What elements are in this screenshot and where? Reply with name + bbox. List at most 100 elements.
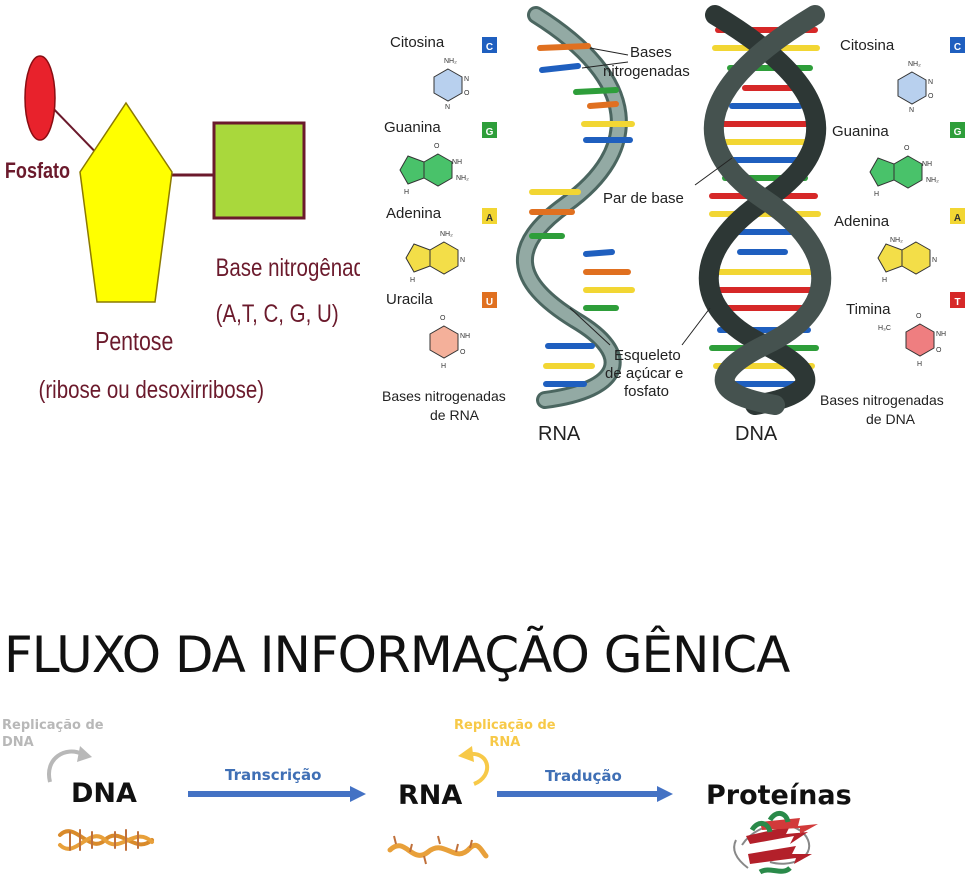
dna-base-guanina: Guanina — [832, 123, 889, 140]
nucleotide-diagram: Fosfato Pentose (ribose ou desoxirribose… — [5, 55, 360, 403]
svg-text:H: H — [441, 363, 446, 370]
fosfato-label: Fosfato — [5, 159, 70, 183]
rna-helix: RNA — [516, 6, 635, 445]
rna-badge-g-letter: G — [486, 127, 494, 138]
svg-text:NH: NH — [452, 159, 462, 166]
svg-text:NH₂: NH₂ — [444, 58, 457, 65]
svg-text:NH: NH — [460, 333, 470, 340]
svg-text:N: N — [445, 104, 450, 111]
rna-badge-c — [482, 37, 497, 53]
svg-text:O: O — [936, 347, 942, 354]
rna-badge-a-letter: A — [486, 213, 493, 224]
svg-text:O: O — [928, 93, 934, 100]
svg-text:NH₂: NH₂ — [926, 177, 939, 184]
callout-esqueleto-line3: fosfato — [624, 383, 669, 400]
flow-dna-label: DNA — [71, 778, 137, 809]
rna-base-citosina: Citosina — [390, 34, 445, 51]
citosina-molecule-icon: NH₂ N O N — [433, 58, 470, 111]
svg-text:O: O — [460, 349, 466, 356]
rna-badge-u-letter: U — [486, 297, 493, 308]
dna-base-timina: Timina — [846, 301, 891, 318]
rna-base-guanina: Guanina — [384, 119, 441, 136]
dna-adenina-molecule-icon: NH₂ N H — [877, 237, 937, 284]
phosphate-shape — [24, 55, 56, 141]
adenina-molecule-icon: NH₂ N H — [405, 231, 465, 284]
dna-badge-a — [950, 208, 965, 224]
rna-dna-structure-diagram: Citosina C Guanina G Adenina A Uracila U… — [382, 5, 965, 445]
svg-text:O: O — [916, 313, 922, 320]
svg-text:O: O — [904, 145, 910, 152]
rna-molecule-icons: NH₂ N O N O NH NH₂ H NH₂ N H O NH O H — [399, 58, 470, 370]
svg-text:N: N — [928, 79, 933, 86]
dna-mini-helix-icon — [58, 829, 154, 851]
dna-bases-caption-line1: Bases nitrogenadas — [820, 392, 944, 408]
callout-esqueleto-line2: de açúcar e — [605, 365, 683, 382]
rna-badge-a — [482, 208, 497, 224]
rna-badge-c-letter: C — [486, 42, 493, 53]
rna-mini-strand-icon — [387, 835, 489, 865]
base-description: (A,T, C, G, U) — [216, 299, 339, 327]
dna-base-citosina: Citosina — [840, 37, 895, 54]
svg-text:H₃C: H₃C — [878, 325, 891, 332]
rna-base-list: Citosina C Guanina G Adenina A Uracila U… — [382, 34, 506, 423]
svg-text:NH: NH — [922, 161, 932, 168]
svg-text:N: N — [932, 257, 937, 264]
svg-text:NH₂: NH₂ — [908, 61, 921, 68]
guanina-molecule-icon: O NH NH₂ H — [399, 143, 469, 196]
rna-badge-u — [482, 292, 497, 308]
pentose-description: (ribose ou desoxirribose) — [39, 375, 265, 403]
dna-badge-a-letter: A — [954, 213, 961, 224]
svg-text:O: O — [464, 90, 470, 97]
traducao-arrow — [497, 786, 673, 802]
svg-text:NH: NH — [936, 331, 946, 338]
svg-text:N: N — [909, 107, 914, 114]
dna-badge-g — [950, 122, 965, 138]
dna-badge-t-letter: T — [954, 297, 960, 308]
callout-bases-line2: nitrogenadas — [603, 63, 690, 80]
rna-badge-g — [482, 122, 497, 138]
dna-badge-g-letter: G — [954, 127, 962, 138]
rna-base-adenina: Adenina — [386, 205, 442, 222]
svg-text:H: H — [404, 189, 409, 196]
protein-structure-icon — [733, 811, 818, 875]
rna-bases-rungs — [529, 43, 635, 387]
svg-text:NH₂: NH₂ — [440, 231, 453, 238]
flow-title: FLUXO DA INFORMAÇÃO GÊNICA — [4, 626, 790, 684]
rna-bases-caption-line1: Bases nitrogenadas — [382, 388, 506, 404]
dna-badge-c — [950, 37, 965, 53]
rna-replication-arrow-icon — [458, 746, 490, 786]
svg-text:H: H — [882, 277, 887, 284]
replicacao-rna-label: Replicação de RNA — [454, 718, 556, 750]
base-shape — [212, 121, 306, 220]
replicacao-dna-label: Replicação de DNA — [2, 718, 104, 750]
transcricao-arrow — [188, 786, 366, 802]
flow-rna-label: RNA — [398, 780, 463, 811]
svg-text:O: O — [440, 315, 446, 322]
svg-text:O: O — [434, 143, 440, 150]
rna-helix-label: RNA — [538, 423, 581, 445]
callout-par-de-base: Par de base — [603, 190, 684, 207]
base-label: Base nitrogênada — [216, 253, 360, 281]
dna-base-list: Citosina C Guanina G Adenina A Timina T … — [820, 37, 965, 427]
dna-bases-caption-line2: de DNA — [866, 411, 916, 427]
rna-base-uracila: Uracila — [386, 291, 433, 308]
callout-esqueleto-line1: Esqueleto — [614, 347, 681, 364]
helix-callouts: Bases nitrogenadas Par de base Esqueleto… — [569, 44, 733, 400]
dna-badge-t — [950, 292, 965, 308]
dna-citosina-molecule-icon: NH₂ N O N — [897, 61, 934, 114]
svg-text:N: N — [464, 76, 469, 83]
dna-helix: DNA — [698, 5, 832, 445]
dna-guanina-molecule-icon: O NH NH₂ H — [869, 145, 939, 198]
dna-base-adenina: Adenina — [834, 213, 890, 230]
flow-proteinas-label: Proteínas — [706, 780, 852, 811]
dna-badge-c-letter: C — [954, 42, 961, 53]
dna-molecule-icons: NH₂ N O N O NH NH₂ H NH₂ N H H₃C O NH O … — [869, 61, 946, 368]
rna-bases-caption-line2: de RNA — [430, 407, 480, 423]
dna-helix-label: DNA — [735, 423, 778, 445]
callout-bases-line1: Bases — [630, 44, 672, 61]
svg-text:H: H — [917, 361, 922, 368]
flow-diagram-graphics — [47, 746, 818, 875]
svg-text:NH₂: NH₂ — [890, 237, 903, 244]
dna-strand-1 — [698, 5, 827, 415]
svg-text:NH₂: NH₂ — [456, 175, 469, 182]
